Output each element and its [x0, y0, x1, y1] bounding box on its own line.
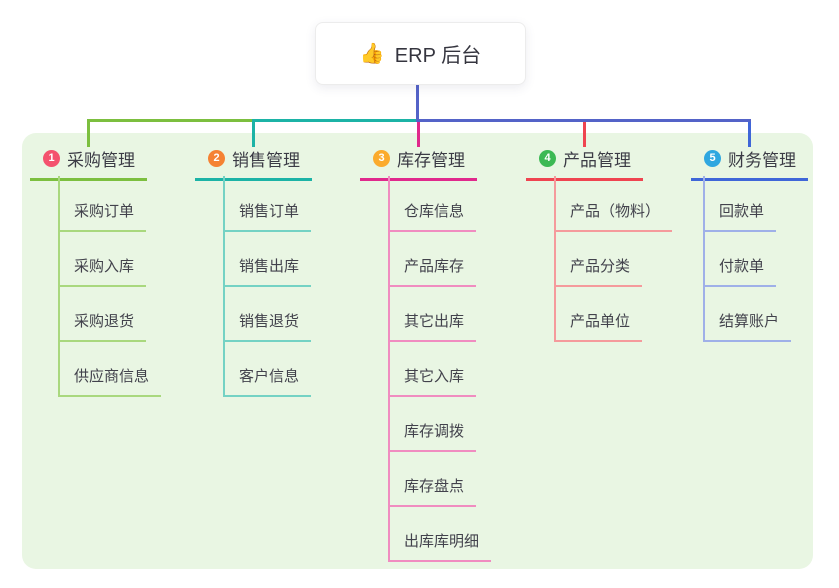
branch-header-1[interactable]: 1 采购管理 [30, 146, 147, 181]
branch-header-2[interactable]: 2 销售管理 [195, 146, 312, 181]
thumbs-up-icon: 👍 [359, 43, 385, 65]
child-node[interactable]: 供应商信息 [58, 365, 162, 397]
branch-2: 2 销售管理销售订单销售出库销售退货客户信息 [195, 146, 345, 397]
child-node[interactable]: 产品库存 [388, 255, 477, 287]
child-node[interactable]: 产品单位 [554, 310, 643, 342]
child-node[interactable]: 其它出库 [388, 310, 477, 342]
child-node[interactable]: 产品分类 [554, 255, 643, 287]
branch-5: 5 财务管理回款单付款单结算账户 [691, 146, 839, 342]
branch-label: 采购管理 [67, 151, 135, 170]
child-node[interactable]: 产品（物料） [554, 200, 673, 232]
child-node[interactable]: 客户信息 [223, 365, 312, 397]
child-node[interactable]: 采购订单 [58, 200, 147, 232]
child-node[interactable]: 付款单 [703, 255, 777, 287]
branch-drop-line-5 [748, 122, 751, 147]
branch-number-badge: 4 [539, 150, 556, 167]
branch-number-badge: 1 [43, 150, 60, 167]
child-node[interactable]: 采购退货 [58, 310, 147, 342]
child-node[interactable]: 销售订单 [223, 200, 312, 232]
child-node[interactable]: 销售出库 [223, 255, 312, 287]
branch-drop-line-3 [417, 122, 420, 147]
child-node[interactable]: 销售退货 [223, 310, 312, 342]
children-connector-line [554, 176, 556, 340]
child-node[interactable]: 回款单 [703, 200, 777, 232]
branch-number-badge: 5 [704, 150, 721, 167]
bus-segment-blue [416, 119, 751, 122]
child-node[interactable]: 其它入库 [388, 365, 477, 397]
children-connector-line [703, 176, 705, 340]
root-connector-line [416, 83, 419, 119]
branch-header-5[interactable]: 5 财务管理 [691, 146, 808, 181]
child-node[interactable]: 出库库明细 [388, 530, 492, 562]
branch-header-3[interactable]: 3 库存管理 [360, 146, 477, 181]
root-node-erp[interactable]: 👍 ERP 后台 [315, 22, 526, 85]
root-node-label: ERP 后台 [394, 45, 482, 67]
child-node[interactable]: 库存调拨 [388, 420, 477, 452]
branch-4: 4 产品管理产品（物料） 产品分类产品单位 [526, 146, 676, 342]
branches-panel [22, 133, 813, 569]
bus-segment-green [87, 119, 252, 122]
branch-label: 销售管理 [232, 151, 300, 170]
branch-drop-line-4 [583, 122, 586, 147]
children-connector-line [388, 176, 390, 560]
child-node[interactable]: 采购入库 [58, 255, 147, 287]
branch-drop-line-2 [252, 122, 255, 147]
child-node[interactable]: 结算账户 [703, 310, 792, 342]
bus-segment-teal [252, 119, 416, 122]
branch-number-badge: 2 [208, 150, 225, 167]
branch-label: 库存管理 [397, 151, 465, 170]
branch-label: 产品管理 [563, 151, 631, 170]
branch-header-4[interactable]: 4 产品管理 [526, 146, 643, 181]
branch-drop-line-1 [87, 122, 90, 147]
child-node[interactable]: 仓库信息 [388, 200, 477, 232]
branch-number-badge: 3 [373, 150, 390, 167]
branch-1: 1 采购管理采购订单采购入库采购退货供应商信息 [30, 146, 180, 397]
branch-3: 3 库存管理仓库信息产品库存其它出库其它入库库存调拨库存盘点出库库明细 [360, 146, 510, 562]
branch-label: 财务管理 [728, 151, 796, 170]
child-node[interactable]: 库存盘点 [388, 475, 477, 507]
